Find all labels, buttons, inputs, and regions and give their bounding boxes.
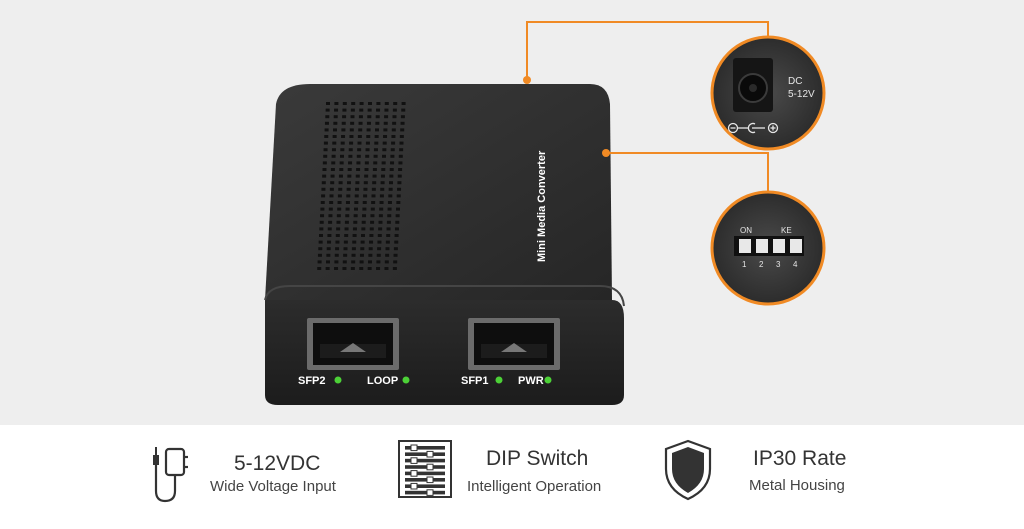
dip-switch-icon <box>397 439 453 504</box>
feature-dip: DIP Switch Intelligent Operation <box>397 425 617 529</box>
dip-label-ke: KE <box>781 226 792 235</box>
led-pwr <box>544 376 552 384</box>
dip-callout-line <box>606 152 769 195</box>
power-callout-dot <box>523 76 531 84</box>
product-stage: Mini Media Converter SFP2 LOOP SFP1 PWR <box>0 0 1024 425</box>
device-top-panel <box>265 84 612 300</box>
power-jack-zoom: DC 5-12V <box>710 35 826 151</box>
feature-ip30-subtitle: Metal Housing <box>749 477 845 494</box>
dip-callout-dot <box>602 149 610 157</box>
dip-number-2: 2 <box>759 260 764 269</box>
port-label-loop: LOOP <box>367 375 398 387</box>
dip-switch-3[interactable] <box>773 239 785 253</box>
dip-number-4: 4 <box>793 260 798 269</box>
port-label-sfp1: SFP1 <box>461 375 489 387</box>
dip-switch-2[interactable] <box>756 239 768 253</box>
vent-grid <box>317 102 406 270</box>
power-callout-line <box>526 21 769 80</box>
dip-label-on: ON <box>740 226 752 235</box>
sfp-cage-2[interactable] <box>307 318 399 370</box>
port-label-pwr: PWR <box>518 375 544 387</box>
dip-switch-1[interactable] <box>739 239 751 253</box>
dip-number-1: 1 <box>742 260 747 269</box>
feature-dip-title: DIP Switch <box>486 447 589 470</box>
feature-bar: 5-12VDC Wide Voltage Input DIP Switch In… <box>0 425 1024 529</box>
feature-ip30: IP30 Rate Metal Housing <box>664 425 864 529</box>
sfp-cage-1[interactable] <box>468 318 560 370</box>
power-label-voltage: 5-12V <box>788 89 815 100</box>
feature-dip-subtitle: Intelligent Operation <box>467 478 602 495</box>
feature-ip30-title: IP30 Rate <box>753 447 847 470</box>
device-edge <box>264 285 625 307</box>
dip-switch-4[interactable] <box>790 239 802 253</box>
dip-number-3: 3 <box>776 260 781 269</box>
shield-icon <box>664 439 712 506</box>
led-sfp2 <box>334 376 342 384</box>
feature-voltage: 5-12VDC Wide Voltage Input <box>148 425 358 529</box>
feature-voltage-title: 5-12VDC <box>234 452 321 475</box>
device-top-label: Mini Media Converter <box>536 150 548 262</box>
polarity-icon <box>727 122 779 134</box>
feature-voltage-subtitle: Wide Voltage Input <box>210 478 336 495</box>
led-sfp1 <box>495 376 503 384</box>
power-adapter-icon <box>148 439 188 508</box>
power-label-dc: DC <box>788 76 802 87</box>
media-converter-device: Mini Media Converter SFP2 LOOP SFP1 PWR <box>264 84 625 405</box>
dip-switch-zoom: ON KE 1 2 3 4 <box>710 190 826 306</box>
product-illustration: Mini Media Converter SFP2 LOOP SFP1 PWR <box>264 21 826 405</box>
port-label-sfp2: SFP2 <box>298 375 326 387</box>
led-loop <box>402 376 410 384</box>
